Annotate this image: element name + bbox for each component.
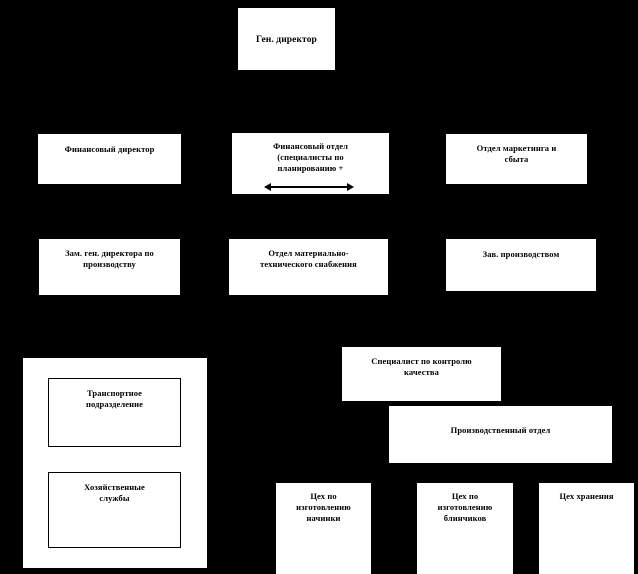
node-label-production-department: Производственный отдел: [450, 425, 551, 435]
node-label-financial-department: Финансовый отдел (специалисты по планиро…: [273, 141, 348, 174]
node-deputy-director-production[interactable]: Зам. ген. директора по производству: [39, 239, 180, 295]
node-financial-director[interactable]: Финансовый директор: [38, 134, 181, 184]
node-gen-director[interactable]: Ген. директор: [238, 8, 335, 70]
node-label-household-services: Хозяйственные службы: [84, 482, 145, 504]
node-label-quality-control-specialist: Специалист по контролю качества: [371, 356, 472, 378]
node-workshop-filling[interactable]: Цех по изготовлению начинки: [276, 483, 371, 574]
arrow-head-right-icon: [347, 183, 354, 191]
node-label-marketing-sales-department: Отдел маркетинга и сбыта: [476, 143, 557, 165]
node-production-department[interactable]: Производственный отдел: [389, 406, 612, 463]
arrow-line-icon: [270, 186, 348, 188]
node-transport-unit[interactable]: Транспортное подразделение: [48, 378, 181, 447]
node-workshop-storage[interactable]: Цех хранения: [539, 483, 634, 574]
node-label-transport-unit: Транспортное подразделение: [86, 388, 143, 410]
node-workshop-pancakes[interactable]: Цех по изготовлению блинчиков: [417, 483, 513, 574]
node-financial-department[interactable]: Финансовый отдел (специалисты по планиро…: [232, 133, 389, 194]
node-production-manager[interactable]: Зав. производством: [446, 239, 596, 291]
node-label-workshop-pancakes: Цех по изготовлению блинчиков: [437, 491, 493, 524]
node-label-production-manager: Зав. производством: [482, 249, 560, 259]
node-label-material-supply-department: Отдел материально- технического снабжени…: [260, 248, 357, 270]
node-label-workshop-storage: Цех хранения: [559, 491, 614, 501]
node-marketing-sales-department[interactable]: Отдел маркетинга и сбыта: [446, 134, 587, 184]
node-household-services[interactable]: Хозяйственные службы: [48, 472, 181, 548]
node-label-gen-director: Ген. директор: [256, 35, 317, 45]
node-label-financial-director: Финансовый директор: [64, 144, 155, 154]
node-label-workshop-filling: Цех по изготовлению начинки: [296, 491, 351, 524]
node-label-deputy-director-production: Зам. ген. директора по производству: [65, 248, 154, 270]
arrow-head-left-icon: [264, 183, 271, 191]
node-material-supply-department[interactable]: Отдел материально- технического снабжени…: [229, 239, 388, 295]
node-quality-control-specialist[interactable]: Специалист по контролю качества: [342, 347, 501, 401]
